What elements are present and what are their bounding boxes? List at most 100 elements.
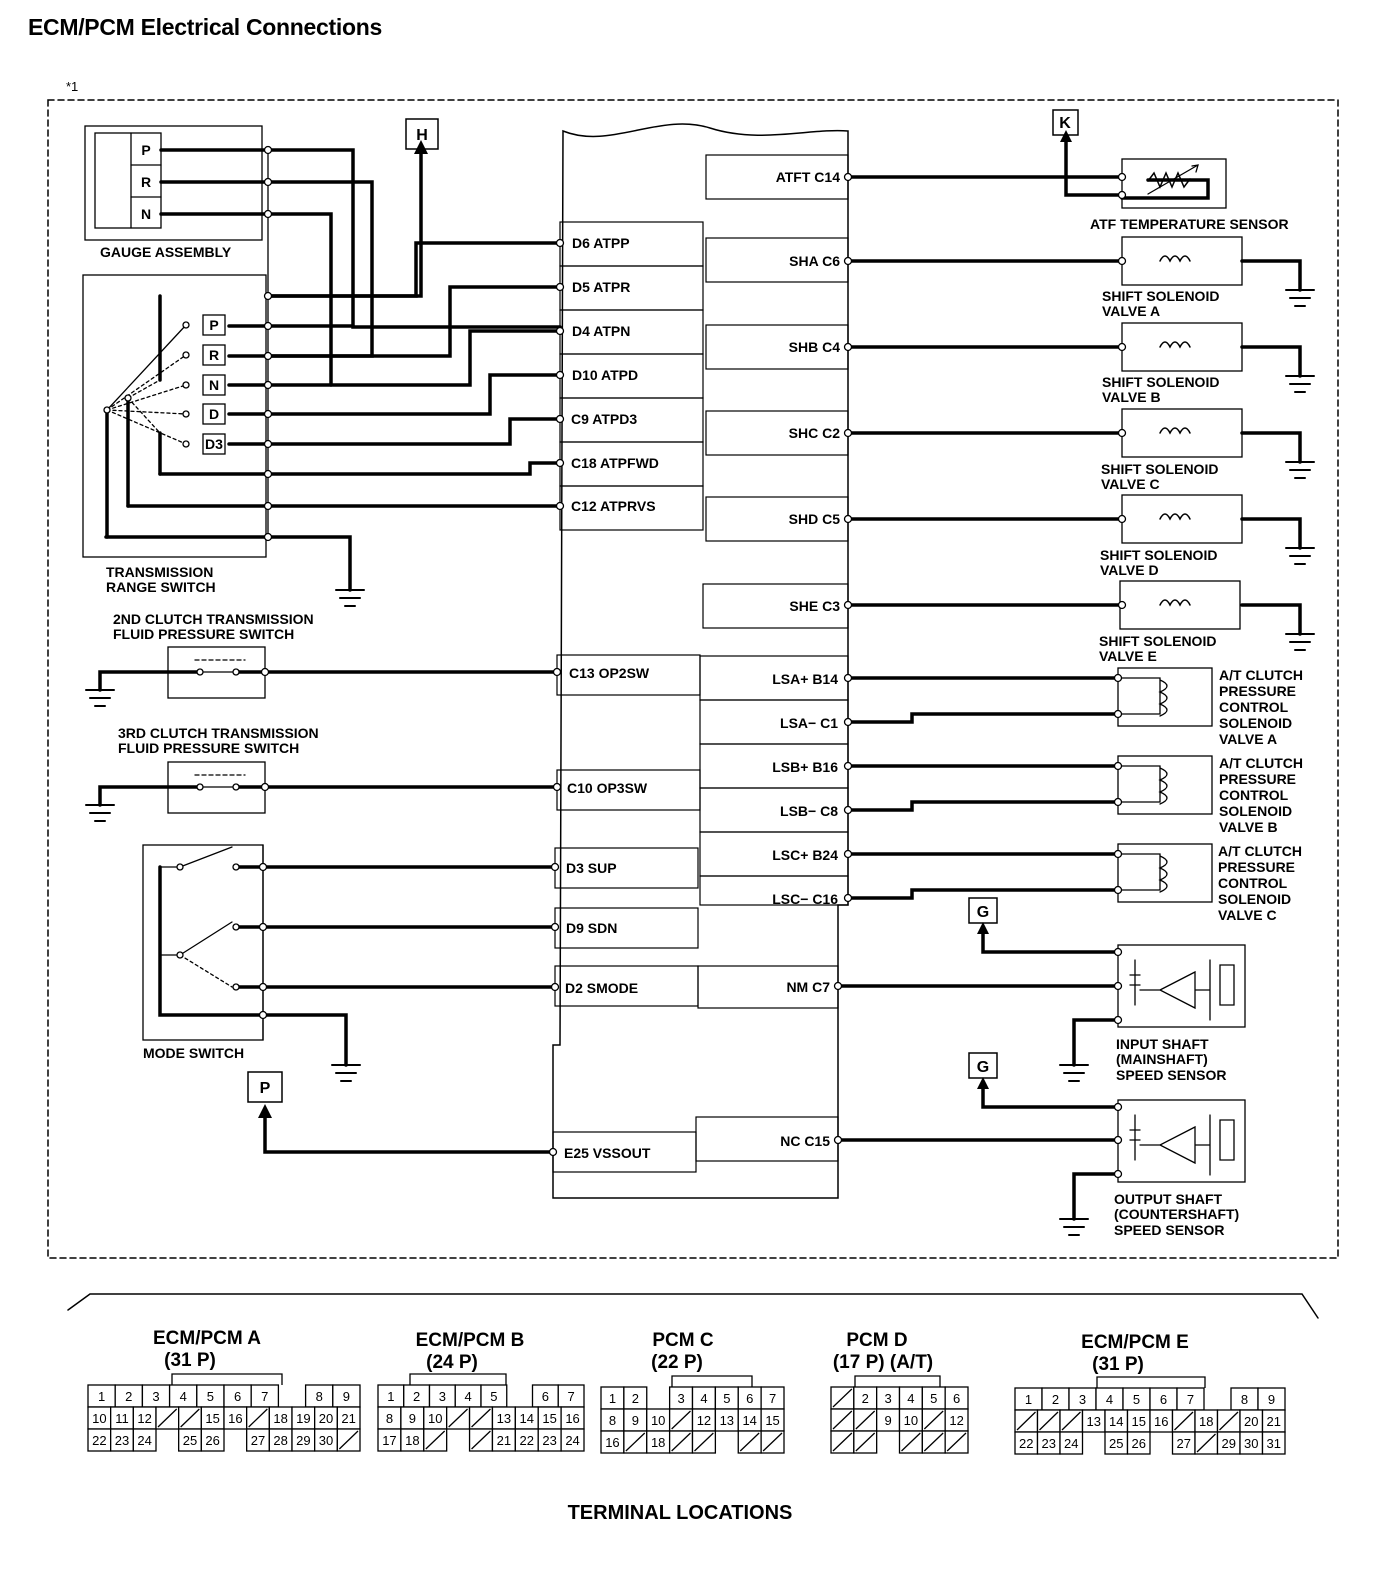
pin-c18-atpfwd: C18 ATPFWD xyxy=(571,455,659,471)
terminal-number: 10 xyxy=(651,1413,665,1428)
solenoid-e-label-1: SHIFT SOLENOID xyxy=(1099,633,1216,649)
pin-lsb-minus-c8: LSB− C8 xyxy=(780,803,838,819)
pin-d6-atpp: D6 ATPP xyxy=(572,235,630,251)
unused-terminal-mark xyxy=(855,1410,876,1430)
pin-she-c3: SHE C3 xyxy=(789,598,840,614)
terminal-number: 9 xyxy=(884,1413,891,1428)
terminal-number: 27 xyxy=(1177,1436,1191,1451)
ref-g1-box xyxy=(968,897,998,924)
terminal-number: 6 xyxy=(542,1389,549,1404)
unused-terminal-mark xyxy=(1174,1411,1194,1431)
terminal-number: 22 xyxy=(1019,1436,1033,1451)
pin-nc-c15: NC C15 xyxy=(780,1133,830,1149)
unused-terminal-mark xyxy=(1219,1411,1239,1431)
diagram-border xyxy=(47,99,1339,1259)
unused-terminal-mark xyxy=(901,1432,921,1452)
terminal-number: 2 xyxy=(1052,1392,1059,1407)
terminal-cell xyxy=(560,1428,585,1452)
terminal-number: 29 xyxy=(1222,1436,1236,1451)
terminal-number: 25 xyxy=(183,1433,197,1448)
range-d3-label: D3 xyxy=(205,436,223,452)
pcs-b-label-1: A/T CLUTCH xyxy=(1219,755,1303,771)
terminal-number: 5 xyxy=(207,1389,214,1404)
connector-lock-tab xyxy=(1096,1376,1206,1388)
footnote-marker: *1 xyxy=(66,79,79,94)
terminal-number: 9 xyxy=(632,1413,639,1428)
terminal-number: 26 xyxy=(1132,1436,1146,1451)
ref-g1: G xyxy=(977,904,989,921)
terminal-number: 10 xyxy=(904,1413,918,1428)
page-title: ECM/PCM Electrical Connections xyxy=(28,14,382,40)
pin-nm-c7: NM C7 xyxy=(786,979,830,995)
terminal-number: 2 xyxy=(125,1389,132,1404)
terminal-number: 7 xyxy=(769,1391,776,1406)
terminal-number: 27 xyxy=(251,1433,265,1448)
terminal-number: 22 xyxy=(520,1433,534,1448)
terminal-number: 24 xyxy=(565,1433,579,1448)
pcs-b-label-4: SOLENOID xyxy=(1219,803,1292,819)
gauge-p-label: P xyxy=(141,142,150,158)
terminal-number: 12 xyxy=(137,1411,151,1426)
terminal-number: 6 xyxy=(234,1389,241,1404)
connector-d-title: PCM D xyxy=(846,1330,907,1351)
terminal-number: 22 xyxy=(92,1433,106,1448)
connector-e-pins: (31 P) xyxy=(1092,1354,1144,1375)
terminal-number: 15 xyxy=(1132,1414,1146,1429)
pin-d5-atpr: D5 ATPR xyxy=(572,279,630,295)
unused-terminal-mark xyxy=(832,1410,853,1430)
range-n-label: N xyxy=(209,377,219,393)
range-r-label: R xyxy=(209,347,219,363)
terminal-number: 6 xyxy=(746,1391,753,1406)
terminal-number: 13 xyxy=(497,1411,511,1426)
ecm-left-compartments xyxy=(552,221,704,1173)
unused-terminal-mark xyxy=(471,1430,491,1450)
terminal-number: 6 xyxy=(1160,1392,1167,1407)
unused-terminal-mark xyxy=(739,1432,760,1452)
terminal-number: 15 xyxy=(765,1413,779,1428)
connector-b-title: ECM/PCM B xyxy=(416,1330,525,1351)
terminal-number: 25 xyxy=(1109,1436,1123,1451)
connector-lock-tab xyxy=(171,1373,283,1385)
pin-shd-c5: SHD C5 xyxy=(789,511,841,527)
unused-terminal-mark xyxy=(1016,1411,1036,1431)
terminal-locations-label: TERMINAL LOCATIONS xyxy=(567,1502,793,1524)
pin-lsb-plus-b16: LSB+ B16 xyxy=(772,759,838,775)
terminal-number: 7 xyxy=(568,1389,575,1404)
terminal-number: 23 xyxy=(542,1433,556,1448)
unused-terminal-mark xyxy=(180,1408,200,1428)
terminal-number: 10 xyxy=(428,1411,442,1426)
ref-p: P xyxy=(260,1080,271,1097)
terminal-number: 29 xyxy=(296,1433,310,1448)
pin-lsc-plus-b24: LSC+ B24 xyxy=(772,847,838,863)
terminal-number: 1 xyxy=(387,1389,394,1404)
pcs-a-label-3: CONTROL xyxy=(1219,699,1289,715)
pin-d4-atpn: D4 ATPN xyxy=(572,323,630,339)
unused-terminal-mark xyxy=(1196,1433,1216,1453)
input-sensor-label-3: SPEED SENSOR xyxy=(1116,1067,1226,1083)
pcs-b-label-2: PRESSURE xyxy=(1219,771,1296,787)
atf-sensor-label: ATF TEMPERATURE SENSOR xyxy=(1090,216,1289,232)
terminal-number: 2 xyxy=(632,1391,639,1406)
terminal-number: 9 xyxy=(343,1389,350,1404)
terminal-number: 8 xyxy=(316,1389,323,1404)
pin-d3-sup: D3 SUP xyxy=(566,860,617,876)
pcs-b-label-5: VALVE B xyxy=(1219,819,1278,835)
atf-sensor-box xyxy=(1121,158,1227,209)
terminal-number: 15 xyxy=(542,1411,556,1426)
connector-c-title: PCM C xyxy=(652,1330,714,1351)
pin-atft-c14: ATFT C14 xyxy=(776,169,841,185)
unused-terminal-mark xyxy=(1039,1411,1059,1431)
output-sensor-label-1: OUTPUT SHAFT xyxy=(1114,1191,1223,1207)
terminal-number: 13 xyxy=(720,1413,734,1428)
terminal-number: 9 xyxy=(1268,1392,1275,1407)
terminal-number: 4 xyxy=(180,1389,187,1404)
clutch2-label-2: FLUID PRESSURE SWITCH xyxy=(113,626,294,642)
ref-h: H xyxy=(416,127,428,144)
range-d-label: D xyxy=(209,406,219,422)
terminal-number: 6 xyxy=(953,1391,960,1406)
terminal-number: 16 xyxy=(605,1435,619,1450)
pcs-a-label-4: SOLENOID xyxy=(1219,715,1292,731)
